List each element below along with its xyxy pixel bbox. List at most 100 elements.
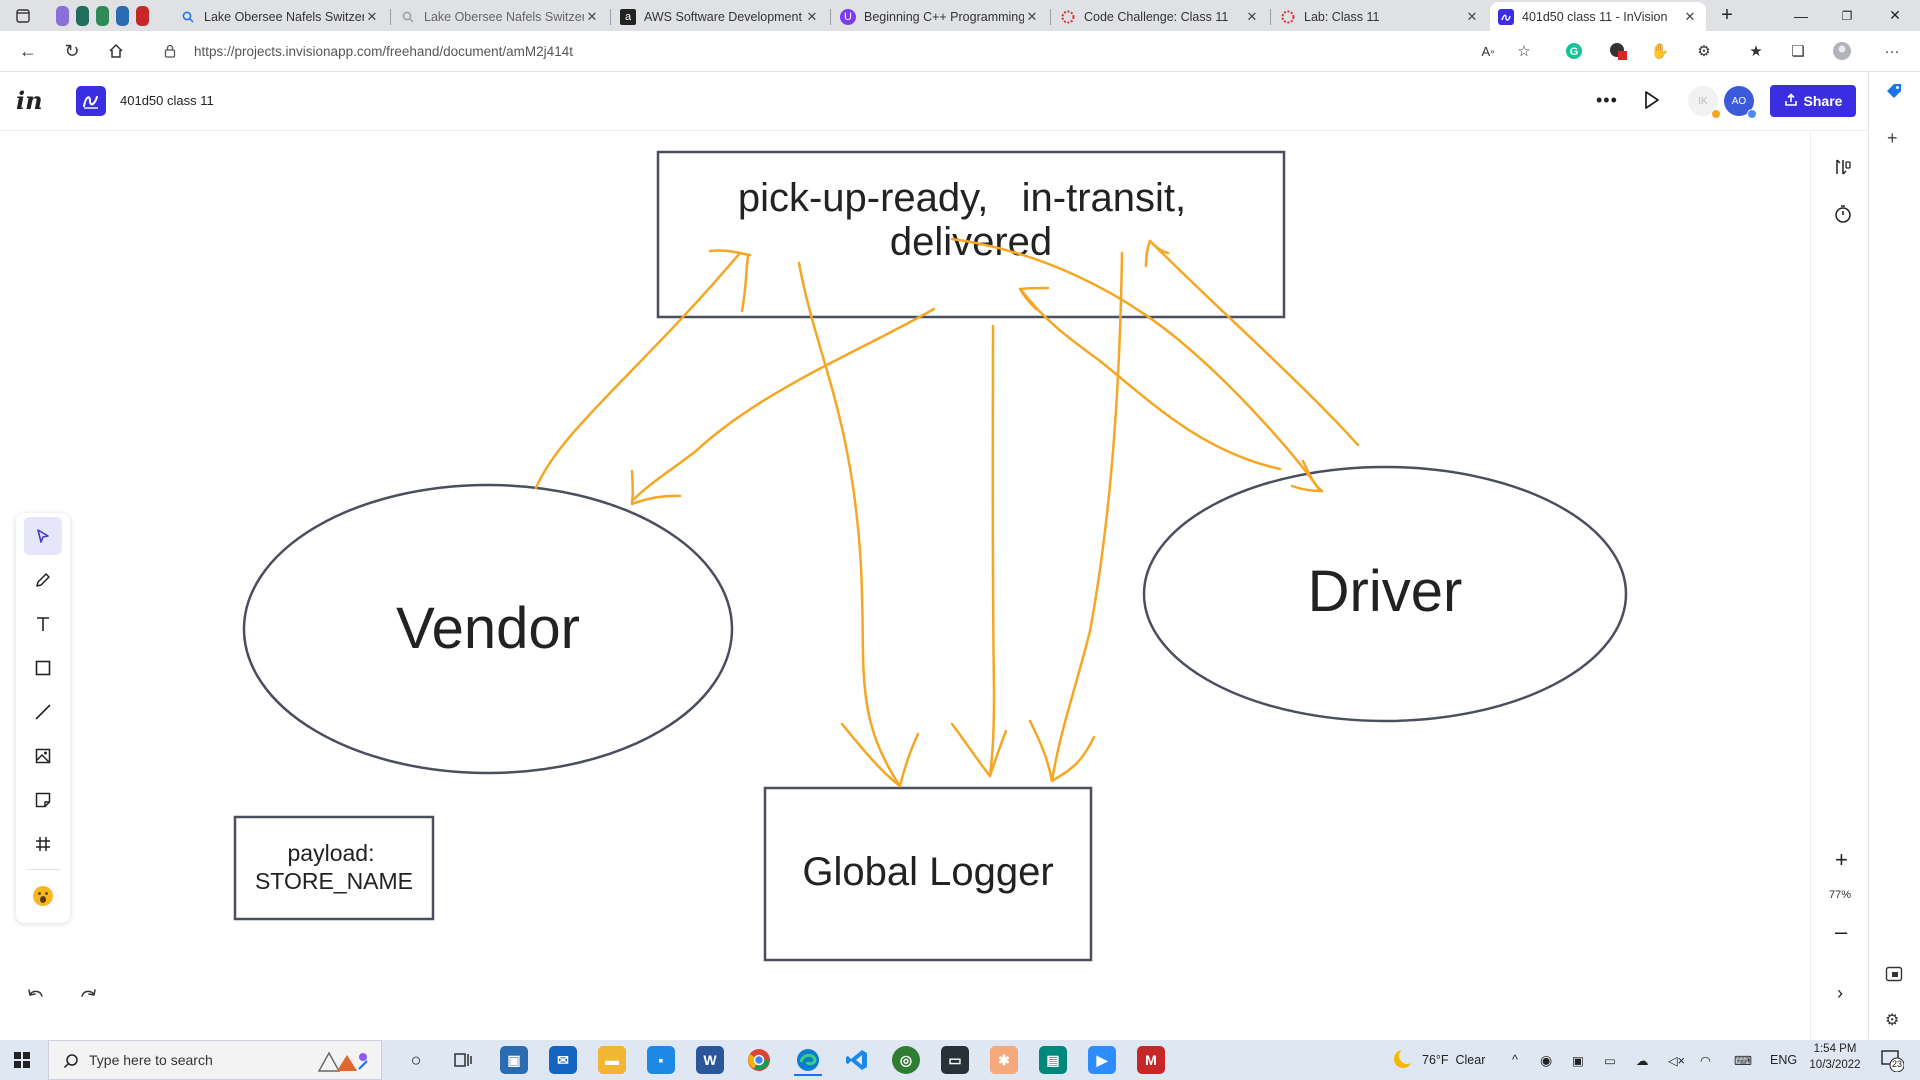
weather-widget[interactable]: 76°F Clear — [1392, 1040, 1485, 1080]
select-tool-icon[interactable] — [24, 517, 62, 555]
read-aloud-icon[interactable]: A» — [1481, 43, 1495, 59]
favorite-icon[interactable]: ☆ — [1517, 43, 1531, 60]
emoji-tool-icon[interactable] — [24, 877, 62, 915]
tab-aws[interactable]: a AWS Software Development ✕ — [612, 2, 828, 31]
vscode-icon[interactable] — [843, 1046, 871, 1074]
sticky-note-tool-icon[interactable] — [24, 781, 62, 819]
undo-icon[interactable] — [26, 987, 46, 1008]
zoom-out-button[interactable]: – — [1835, 919, 1848, 944]
frame-tool-icon[interactable] — [24, 825, 62, 863]
cortana-icon[interactable]: ○ — [410, 1049, 422, 1070]
wifi-icon[interactable]: ◠ — [1700, 1053, 1711, 1068]
layers-icon[interactable] — [1833, 157, 1853, 182]
arrowhead — [950, 722, 1008, 778]
zoom-in-button[interactable]: + — [1835, 847, 1848, 872]
rectangle-tool-icon[interactable] — [24, 649, 62, 687]
workspace-icon[interactable] — [56, 6, 69, 26]
clock[interactable]: 1:54 PM 10/3/2022 — [1806, 1043, 1864, 1071]
split-screen-icon[interactable] — [1885, 966, 1903, 987]
record-icon[interactable]: ◉ — [1540, 1051, 1553, 1068]
workspace-icon[interactable] — [116, 6, 129, 26]
document-title[interactable]: 401d50 class 11 — [120, 93, 214, 108]
profile-icon[interactable] — [1830, 39, 1854, 63]
notifications-icon[interactable]: 23 — [1880, 1048, 1905, 1073]
app-icon[interactable]: ▪ — [647, 1046, 675, 1074]
word-icon[interactable]: W — [696, 1046, 724, 1074]
windows-start-icon[interactable] — [14, 1052, 30, 1073]
freehand-icon[interactable] — [76, 86, 106, 116]
new-tab-button[interactable]: + — [1721, 4, 1733, 26]
line-tool-icon[interactable] — [24, 693, 62, 731]
task-view-icon[interactable] — [449, 1046, 477, 1074]
arrow-driver-to-logger — [1050, 251, 1124, 783]
tab-lake-obersee-1[interactable]: Lake Obersee Nafels Switzerl ✕ — [172, 2, 388, 31]
store-icon[interactable]: ▣ — [500, 1046, 528, 1074]
more-icon[interactable]: ··· — [1884, 42, 1900, 60]
zoom-level[interactable]: 77% — [1829, 889, 1852, 901]
chevron-right-icon[interactable]: › — [1837, 983, 1843, 1003]
pen-tool-icon[interactable] — [24, 561, 62, 599]
tab-actions-icon[interactable] — [0, 0, 46, 31]
keyboard-icon[interactable]: ⌨ — [1734, 1053, 1753, 1068]
extension-icon[interactable] — [1606, 39, 1630, 63]
home-icon[interactable] — [102, 37, 130, 65]
back-button[interactable]: ← — [19, 40, 37, 61]
volume-icon[interactable]: ◁× — [1668, 1053, 1685, 1068]
invision-logo[interactable]: in — [16, 86, 43, 115]
file-explorer-icon[interactable]: ▬ — [598, 1046, 626, 1074]
onedrive-icon[interactable]: ☁ — [1636, 1053, 1649, 1068]
meet-icon[interactable]: ▣ — [1572, 1053, 1584, 1068]
close-icon[interactable]: ✕ — [1026, 8, 1038, 24]
chrome-icon[interactable] — [745, 1046, 773, 1074]
arrowhead — [1144, 239, 1170, 268]
extensions-icon[interactable]: ⚙ — [1697, 43, 1711, 60]
close-icon[interactable]: ✕ — [1246, 8, 1258, 24]
present-play-icon[interactable] — [1642, 88, 1662, 117]
tab-lab[interactable]: Lab: Class 11 ✕ — [1272, 2, 1488, 31]
whiteboard-canvas[interactable]: pick-up-ready, in-transit, delivered Ven… — [0, 131, 1810, 1039]
more-options-icon[interactable]: ••• — [1596, 90, 1618, 110]
redo-icon[interactable] — [78, 987, 98, 1008]
tab-invision[interactable]: 401d50 class 11 - InVision ✕ — [1490, 2, 1706, 31]
mcafee-icon[interactable]: M — [1137, 1046, 1165, 1074]
text-tool-icon[interactable] — [24, 605, 62, 643]
close-icon[interactable]: ✕ — [1466, 8, 1478, 24]
extension-icon[interactable]: ✋ — [1650, 43, 1670, 60]
url-field[interactable]: https://projects.invisionapp.com/freehan… — [150, 36, 1518, 66]
settings-icon[interactable]: ⚙ — [1885, 1012, 1900, 1029]
restore-button[interactable]: ❐ — [1841, 8, 1853, 23]
close-icon[interactable]: ✕ — [366, 8, 378, 24]
edge-icon[interactable] — [794, 1046, 822, 1076]
close-icon[interactable]: ✕ — [1684, 8, 1696, 24]
reload-button[interactable]: ↻ — [64, 40, 80, 61]
favorites-icon[interactable]: ★ — [1749, 43, 1763, 60]
share-button[interactable]: Share — [1770, 85, 1856, 117]
close-window-button[interactable]: ✕ — [1889, 7, 1901, 23]
taskbar-search[interactable]: Type here to search — [48, 1040, 382, 1080]
collections-icon[interactable]: ❏ — [1791, 43, 1805, 60]
terminal-icon[interactable]: ▭ — [941, 1046, 969, 1074]
app-icon[interactable]: ◎ — [892, 1046, 920, 1074]
chevron-up-icon[interactable]: ^ — [1512, 1053, 1518, 1067]
slack-icon[interactable]: ✱ — [990, 1046, 1018, 1074]
workspace-icon[interactable] — [76, 6, 89, 26]
timer-icon[interactable] — [1833, 204, 1853, 229]
close-icon[interactable]: ✕ — [586, 8, 598, 24]
workspace-icon[interactable] — [96, 6, 109, 26]
tab-code-challenge[interactable]: Code Challenge: Class 11 ✕ — [1052, 2, 1268, 31]
sidebar-tag-icon[interactable] — [1885, 82, 1903, 105]
workspace-icon[interactable] — [136, 6, 149, 26]
minimize-button[interactable]: — — [1794, 7, 1808, 24]
close-icon[interactable]: ✕ — [806, 8, 818, 24]
add-icon[interactable]: + — [1887, 128, 1898, 148]
mail-icon[interactable]: ✉ — [549, 1046, 577, 1074]
tab-lake-obersee-2[interactable]: Lake Obersee Nafels Switzerl ✕ — [392, 2, 608, 31]
battery-icon[interactable]: ▭ — [1604, 1053, 1616, 1068]
app-icon[interactable]: ▤ — [1039, 1046, 1067, 1074]
language-indicator[interactable]: ENG — [1770, 1053, 1798, 1067]
tab-cpp[interactable]: U Beginning C++ Programming ✕ — [832, 2, 1048, 31]
zoom-icon[interactable]: ▶ — [1088, 1046, 1116, 1074]
arrow-states-to-logger-left — [797, 261, 902, 788]
image-tool-icon[interactable] — [24, 737, 62, 775]
grammarly-icon[interactable]: G — [1562, 39, 1586, 63]
